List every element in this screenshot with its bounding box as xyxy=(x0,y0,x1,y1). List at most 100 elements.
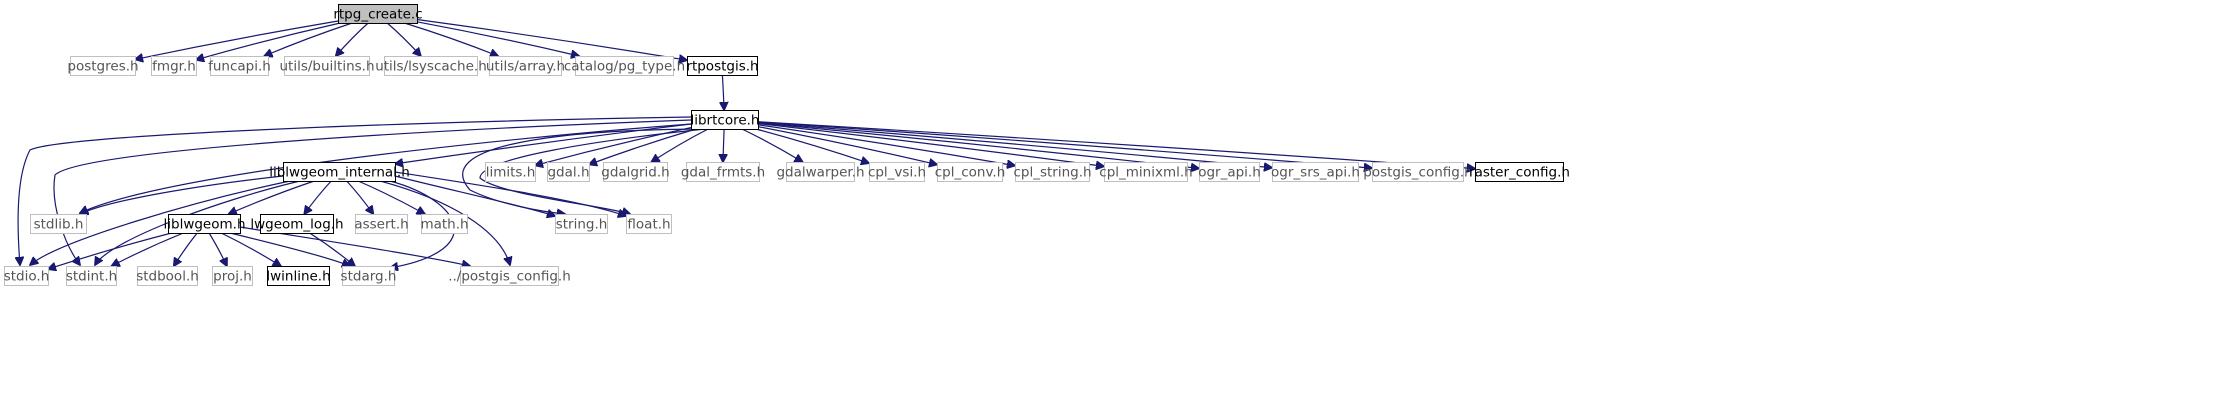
node-box xyxy=(283,162,396,182)
edge-rtpg-create-c-to-utils-array-h xyxy=(404,22,498,56)
node-liblwgeom-internal-h[interactable]: liblwgeom_internal.h xyxy=(269,162,410,182)
edge-rtpg-create-c-to-catalog-pg-type-h xyxy=(416,21,579,56)
node-box xyxy=(555,214,608,234)
node-label: limits.h xyxy=(486,165,536,181)
node-liblwgeom-h[interactable]: liblwgeom.h xyxy=(164,214,246,234)
edge-librtcore-h-to-gdal-frmts-h xyxy=(723,128,724,162)
node-stdarg-h: stdarg.h xyxy=(341,266,397,286)
edge-rtpg-create-c-to-funcapi-h xyxy=(264,22,353,56)
node-label: string.h xyxy=(556,217,608,233)
node-postgis-config-h: postgis_config.h xyxy=(1363,162,1473,182)
node-box xyxy=(1372,162,1464,182)
node-label: stdint.h xyxy=(66,269,117,285)
node-box xyxy=(66,266,117,286)
edge-liblwgeom-h-to-stdio-h xyxy=(48,232,172,269)
node-box xyxy=(260,214,334,234)
edge-liblwgeom-h-to-proj-h xyxy=(208,232,227,266)
node-label: gdalwarper.h xyxy=(776,165,864,181)
node-librtcore-h[interactable]: librtcore.h xyxy=(690,110,760,130)
node-utils-lsyscache-h: utils/lsyscache.h xyxy=(375,56,487,76)
node-label: stdlib.h xyxy=(34,217,84,233)
node-lwinline-h[interactable]: lwinline.h xyxy=(266,266,331,286)
edge-librtcore-h-to-postgis-config-h xyxy=(757,121,1372,168)
node-label: raster_config.h xyxy=(1469,165,1570,181)
node-label: fmgr.h xyxy=(152,59,196,75)
node-box xyxy=(137,266,198,286)
node-box xyxy=(70,56,136,76)
edge-librtcore-h-to-gdal-h xyxy=(589,128,697,165)
node-ogr-srs-api-h: ogr_srs_api.h xyxy=(1271,162,1360,182)
node-label: stdarg.h xyxy=(341,269,397,285)
node-box xyxy=(210,56,269,76)
node-label: postgres.h xyxy=(67,59,138,75)
edge-rtpostgis-h-to-librtcore-h xyxy=(722,74,724,110)
node-box xyxy=(1199,162,1260,182)
node-label: gdal.h xyxy=(547,165,589,181)
edge-librtcore-h-to-gdalwarper-h xyxy=(741,128,803,162)
edge-lwgeom-log-h-to-stdarg-h xyxy=(309,232,355,266)
node-label: gdalgrid.h xyxy=(601,165,669,181)
node-float-h: float.h xyxy=(626,214,672,234)
node-label: librtcore.h xyxy=(690,113,759,129)
node-funcapi-h: funcapi.h xyxy=(208,56,271,76)
node-stdbool-h: stdbool.h xyxy=(136,266,199,286)
node-proj-h: proj.h xyxy=(212,266,253,286)
edge-librtcore-h-to-cpl-string-h xyxy=(757,124,1015,166)
node-label: cpl_vsi.h xyxy=(868,165,926,181)
edge-librtcore-h-to-ogr-srs-api-h xyxy=(757,121,1272,168)
node-box xyxy=(284,56,370,76)
node-box xyxy=(937,162,1003,182)
node-label: funcapi.h xyxy=(208,59,271,75)
edges-layer xyxy=(18,18,1475,270)
node-box xyxy=(1015,162,1090,182)
edge-liblwgeom-internal-h-to-stdio-h xyxy=(30,180,291,265)
node-box xyxy=(151,56,197,76)
edge-rtpg-create-c-to-utils-lsyscache-h xyxy=(386,22,421,56)
node-label: ../postgis_config.h xyxy=(448,269,571,285)
node-box xyxy=(1104,162,1188,182)
node-label: postgis_config.h xyxy=(1363,165,1472,181)
edge-liblwgeom-internal-h-to-float-h xyxy=(394,171,626,216)
node-box xyxy=(687,56,758,76)
node-cpl-minixml-h: cpl_minixml.h xyxy=(1099,162,1193,182)
node-label: math.h xyxy=(420,217,468,233)
edge-librtcore-h-to-gdalgrid-h xyxy=(651,128,709,162)
edge-liblwgeom-h-to-lwinline-h xyxy=(220,232,281,266)
edge-liblwgeom-internal-h-to-string-h xyxy=(394,175,555,216)
node-label: lwgeom_log.h xyxy=(250,217,343,233)
node-label: utils/lsyscache.h xyxy=(375,59,487,75)
node-label: rtpostgis.h xyxy=(686,59,758,75)
node-box xyxy=(384,56,478,76)
nodes-layer: rtpg_create.c postgres.h fmgr.h funcapi.h ut… xyxy=(4,4,1570,286)
edge-rtpg-create-c-to-fmgr-h xyxy=(196,22,341,60)
edge-rtpg-create-c-to-rtpostgis-h xyxy=(416,18,687,61)
node-box xyxy=(460,266,559,286)
node-lwgeom-log-h[interactable]: lwgeom_log.h xyxy=(250,214,344,234)
edge-librtcore-h-to-ogr-api-h xyxy=(757,122,1199,168)
node-string-h: string.h xyxy=(555,214,608,234)
node-cpl-string-h: cpl_string.h xyxy=(1013,162,1092,182)
node-utils-builtins-h: utils/builtins.h xyxy=(279,56,375,76)
node-box xyxy=(338,4,418,24)
edge-liblwgeom-h-to-stdbool-h xyxy=(174,232,198,266)
edge-liblwgeom-internal-h-to-lwgeom-log-h xyxy=(304,180,332,214)
node-box xyxy=(1272,162,1359,182)
node-box xyxy=(1475,162,1564,182)
node-label: float.h xyxy=(627,217,670,233)
node-box xyxy=(355,214,408,234)
edge-rtpg-create-c-to-postgres-h xyxy=(135,20,339,59)
node-box xyxy=(267,266,330,286)
node-box xyxy=(786,162,855,182)
node-catalog-pg-type-h: catalog/pg_type.h xyxy=(564,56,685,76)
node-rtpostgis-h[interactable]: rtpostgis.h xyxy=(686,56,759,76)
node-gdalgrid-h: gdalgrid.h xyxy=(601,162,670,182)
node-cpl-vsi-h: cpl_vsi.h xyxy=(868,162,926,182)
node-raster-config-h[interactable]: raster_config.h xyxy=(1469,162,1570,182)
edge-liblwgeom-h-to-stdint-h xyxy=(112,232,184,266)
node-box xyxy=(421,214,468,234)
node-label: rtpg_create.c xyxy=(333,7,422,23)
node-rtpg-create-c[interactable]: rtpg_create.c xyxy=(333,4,423,24)
node-box xyxy=(603,162,668,182)
edge-librtcore-h-to-stdint-h xyxy=(53,119,692,265)
node-gdal-frmts-h: gdal_frmts.h xyxy=(681,162,765,182)
